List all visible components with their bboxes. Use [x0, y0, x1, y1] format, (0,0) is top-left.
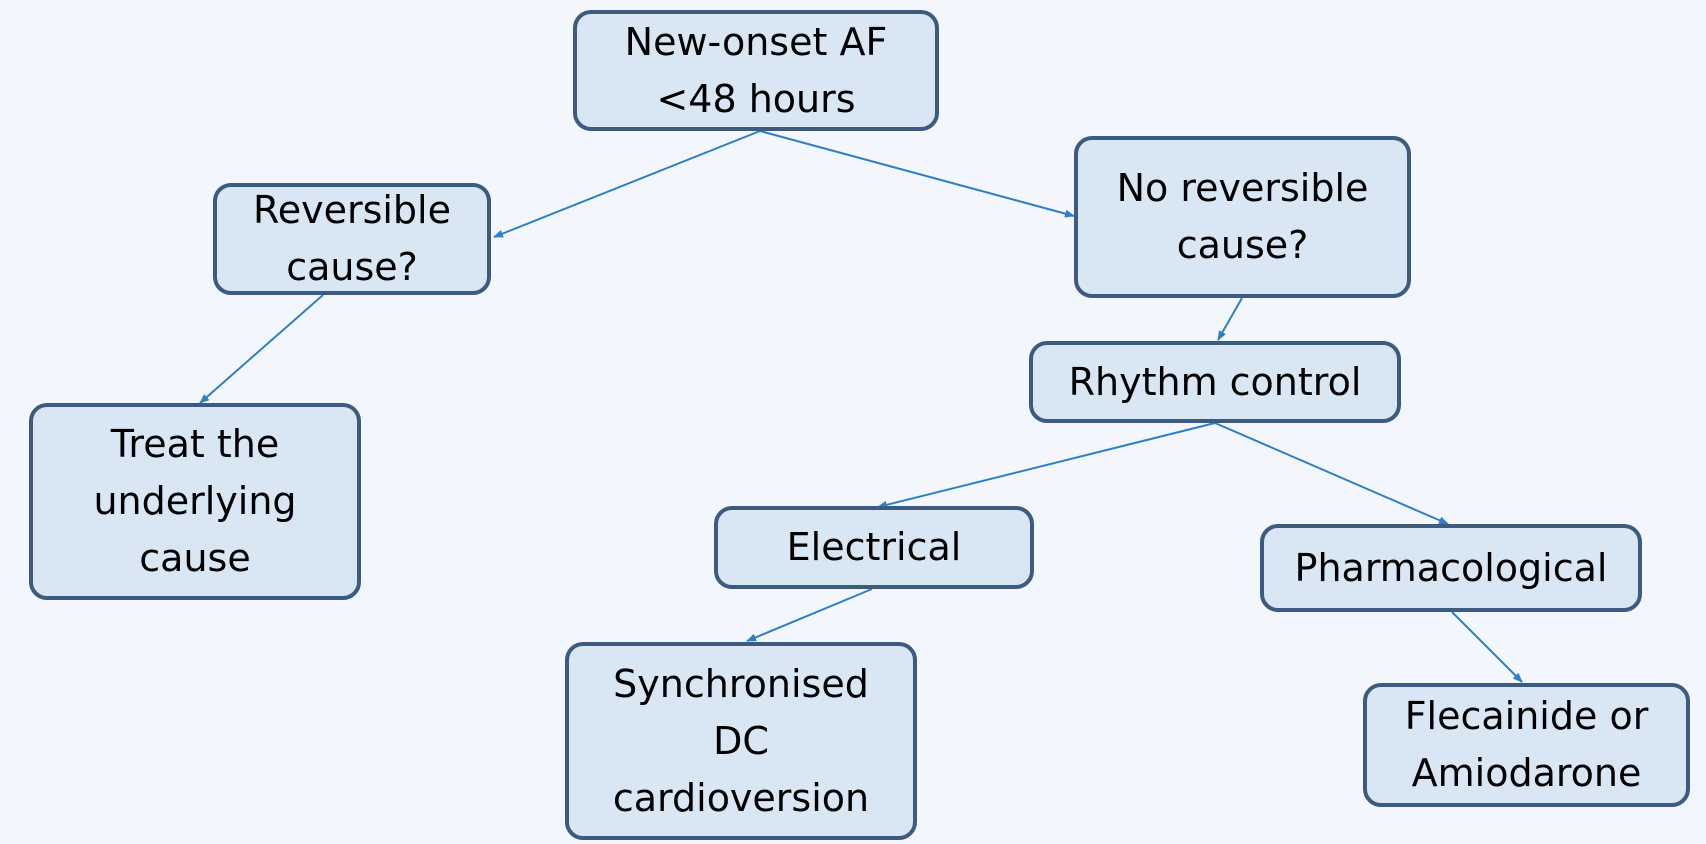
node-label-line: <48 hours	[656, 76, 856, 121]
arrow-pharmacological-to-drugs	[1451, 611, 1523, 683]
arrow-reversible-to-treat	[199, 294, 324, 404]
node-label-line: cause?	[286, 245, 418, 289]
arrow-electrical-to-dc	[746, 588, 873, 642]
node-new-onset-af: New-onset AF <48 hours	[573, 10, 939, 131]
node-label-line: Amiodarone	[1411, 751, 1642, 795]
arrow-no-reversible-to-rhythm	[1217, 297, 1243, 341]
node-synchronised-dc-cardioversion: Synchronised DC cardioversion	[565, 642, 917, 840]
arrow-root-to-no-reversible	[759, 130, 1075, 218]
arrow-rhythm-to-pharmacological	[1214, 422, 1449, 525]
node-label-line: Reversible	[253, 188, 451, 232]
arrow-root-to-reversible	[493, 130, 761, 238]
node-label-line: No reversible	[1116, 166, 1369, 210]
node-label-line: Rhythm control	[1068, 359, 1362, 404]
node-treat-underlying-cause: Treat the underlying cause	[29, 403, 361, 600]
node-label-line: DC	[713, 718, 769, 763]
node-reversible-cause: Reversible cause?	[213, 183, 491, 295]
node-label-line: Electrical	[786, 525, 962, 569]
node-rhythm-control: Rhythm control	[1029, 341, 1401, 423]
node-label-line: New-onset AF	[624, 19, 888, 64]
node-label-line: underlying	[93, 479, 297, 523]
node-flecainide-or-amiodarone: Flecainide or Amiodarone	[1363, 683, 1690, 807]
node-label-line: Pharmacological	[1294, 545, 1608, 590]
node-label-line: Synchronised	[613, 661, 869, 706]
node-label-line: cardioversion	[612, 775, 870, 820]
node-electrical: Electrical	[714, 506, 1034, 589]
node-label-line: Flecainide or	[1404, 694, 1649, 738]
node-pharmacological: Pharmacological	[1260, 524, 1642, 612]
node-label-line: cause?	[1176, 223, 1309, 267]
node-label-line: cause	[139, 536, 251, 580]
arrow-rhythm-to-electrical	[877, 422, 1216, 509]
node-no-reversible-cause: No reversible cause?	[1074, 136, 1411, 298]
node-label-line: Treat the	[110, 422, 280, 466]
